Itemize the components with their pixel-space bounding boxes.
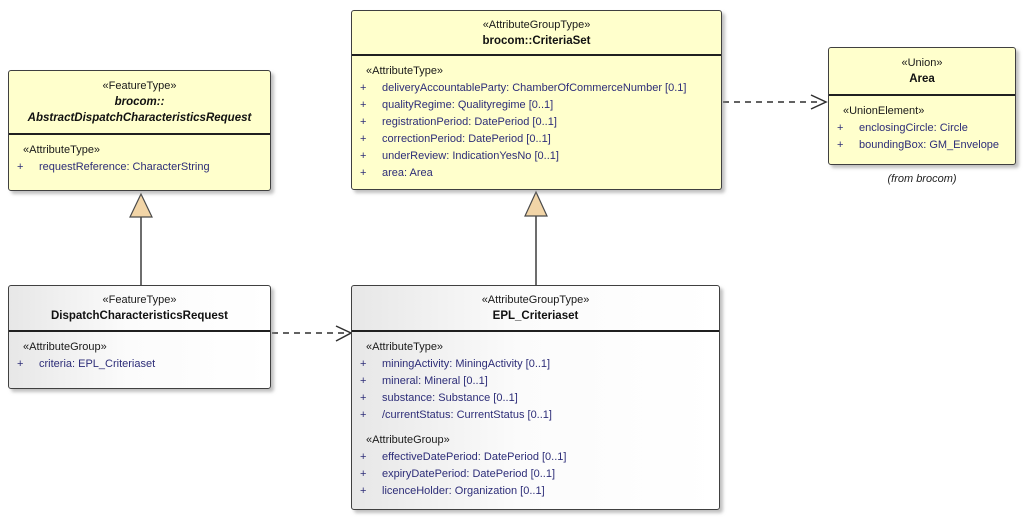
visibility-plus: + xyxy=(360,468,367,480)
class-header: «AttributeGroupType» EPL_Criteriaset xyxy=(352,286,719,332)
visibility-plus: + xyxy=(360,409,367,421)
attribute-text: correctionPeriod: DatePeriod [0..1] xyxy=(382,133,551,145)
attribute-row: + expiryDatePeriod: DatePeriod [0..1] xyxy=(352,466,719,483)
class-header: «Union» Area xyxy=(829,48,1015,96)
class-name: Area xyxy=(909,73,935,85)
attribute-text: effectiveDatePeriod: DatePeriod [0..1] xyxy=(382,451,567,463)
from-package-caption: (from brocom) xyxy=(887,173,957,185)
class-name-package: brocom:: xyxy=(114,96,165,108)
attribute-text: requestReference: CharacterString xyxy=(39,161,210,173)
dependency-dispatch-to-epl xyxy=(272,325,353,342)
class-box-criteriaset: «AttributeGroupType» brocom::CriteriaSet… xyxy=(351,10,722,190)
visibility-plus: + xyxy=(360,485,367,497)
attribute-text: substance: Substance [0..1] xyxy=(382,392,518,404)
attribute-compartment: «AttributeType» + deliveryAccountablePar… xyxy=(352,56,721,182)
attribute-row: + deliveryAccountableParty: ChamberOfCom… xyxy=(352,80,721,97)
visibility-plus: + xyxy=(360,116,367,128)
visibility-plus: + xyxy=(360,82,367,94)
attribute-row: + underReview: IndicationYesNo [0..1] xyxy=(352,148,721,165)
class-name: AbstractDispatchCharacteristicsRequest xyxy=(27,112,252,124)
attribute-text: underReview: IndicationYesNo [0..1] xyxy=(382,150,559,162)
attribute-compartment: «AttributeGroup» + criteria: EPL_Criteri… xyxy=(9,332,270,373)
attribute-text: mineral: Mineral [0..1] xyxy=(382,375,488,387)
class-box-abstract-dispatch-characteristics-request: «FeatureType» brocom:: AbstractDispatchC… xyxy=(8,70,271,191)
attribute-row: + /currentStatus: CurrentStatus [0..1] xyxy=(352,407,719,424)
class-header: «AttributeGroupType» brocom::CriteriaSet xyxy=(352,11,721,56)
attribute-row: + effectiveDatePeriod: DatePeriod [0..1] xyxy=(352,449,719,466)
attribute-stereotype-label: «AttributeType» xyxy=(366,341,444,353)
attribute-text: licenceHolder: Organization [0..1] xyxy=(382,485,545,497)
attribute-text: expiryDatePeriod: DatePeriod [0..1] xyxy=(382,468,556,480)
attribute-row: + enclosingCircle: Circle xyxy=(829,120,1015,137)
attribute-stereotype-label: «UnionElement» xyxy=(843,105,925,117)
attribute-text: criteria: EPL_Criteriaset xyxy=(39,358,156,370)
attribute-stereotype-label: «AttributeGroup» xyxy=(366,434,450,446)
visibility-plus: + xyxy=(360,150,367,162)
attribute-text: qualityRegime: Qualityregime [0..1] xyxy=(382,99,554,111)
attribute-compartment: «UnionElement» + enclosingCircle: Circle… xyxy=(829,96,1015,154)
attribute-stereotype-label: «AttributeGroup» xyxy=(23,341,107,353)
generalization-triangle-icon xyxy=(129,192,153,218)
attribute-row: + mineral: Mineral [0..1] xyxy=(352,373,719,390)
attribute-row: + qualityRegime: Qualityregime [0..1] xyxy=(352,97,721,114)
attribute-stereotype-label: «AttributeType» xyxy=(23,144,101,156)
attribute-row: + criteria: EPL_Criteriaset xyxy=(9,356,270,373)
attribute-row: + boundingBox: GM_Envelope xyxy=(829,137,1015,154)
visibility-plus: + xyxy=(360,392,367,404)
attribute-row: + registrationPeriod: DatePeriod [0..1] xyxy=(352,114,721,131)
attribute-row: + substance: Substance [0..1] xyxy=(352,390,719,407)
class-name: brocom::CriteriaSet xyxy=(482,34,591,47)
visibility-plus: + xyxy=(360,133,367,145)
attribute-text: miningActivity: MiningActivity [0..1] xyxy=(382,358,551,370)
class-stereotype: «FeatureType» xyxy=(102,80,177,92)
visibility-plus: + xyxy=(360,167,367,179)
class-box-dispatch-characteristics-request: «FeatureType» DispatchCharacteristicsReq… xyxy=(8,285,271,389)
visibility-plus: + xyxy=(837,122,844,134)
attribute-compartment: «AttributeType» + requestReference: Char… xyxy=(9,135,270,176)
attribute-text: area: Area xyxy=(382,167,433,179)
visibility-plus: + xyxy=(360,375,367,387)
generalization-triangle-icon xyxy=(524,190,548,217)
attribute-text: /currentStatus: CurrentStatus [0..1] xyxy=(382,409,552,421)
visibility-plus: + xyxy=(17,358,24,370)
attribute-text: enclosingCircle: Circle xyxy=(859,122,968,134)
class-name: EPL_Criteriaset xyxy=(492,310,579,322)
attribute-text: boundingBox: GM_Envelope xyxy=(859,139,1000,151)
class-header: «FeatureType» DispatchCharacteristicsReq… xyxy=(9,286,270,332)
attribute-text: deliveryAccountableParty: ChamberOfComme… xyxy=(382,82,687,94)
class-box-epl-criteriaset: «AttributeGroupType» EPL_Criteriaset «At… xyxy=(351,285,720,510)
visibility-plus: + xyxy=(837,139,844,151)
dependency-criteriaset-to-area xyxy=(723,94,828,110)
attribute-text: registrationPeriod: DatePeriod [0..1] xyxy=(382,116,557,128)
attribute-row: + miningActivity: MiningActivity [0..1] xyxy=(352,356,719,373)
class-stereotype: «FeatureType» xyxy=(102,294,177,306)
class-box-area: «Union» Area «UnionElement» + enclosingC… xyxy=(828,47,1016,165)
open-arrowhead-icon xyxy=(810,94,828,110)
visibility-plus: + xyxy=(360,358,367,370)
attribute-row: + correctionPeriod: DatePeriod [0..1] xyxy=(352,131,721,148)
class-name: DispatchCharacteristicsRequest xyxy=(50,310,229,322)
attribute-row: + area: Area xyxy=(352,165,721,182)
class-stereotype: «AttributeGroupType» xyxy=(482,18,591,31)
generalization-epl-to-criteriaset xyxy=(524,190,548,285)
attribute-stereotype-label: «AttributeType» xyxy=(366,65,444,77)
visibility-plus: + xyxy=(17,161,24,173)
visibility-plus: + xyxy=(360,99,367,111)
attribute-row: + requestReference: CharacterString xyxy=(9,159,270,176)
generalization-dispatch-to-abstract xyxy=(129,192,153,285)
class-stereotype: «Union» xyxy=(901,57,943,69)
visibility-plus: + xyxy=(360,451,367,463)
class-stereotype: «AttributeGroupType» xyxy=(481,294,590,306)
attribute-compartment: «AttributeType» + miningActivity: Mining… xyxy=(352,332,719,500)
attribute-row: + licenceHolder: Organization [0..1] xyxy=(352,483,719,500)
class-header: «FeatureType» brocom:: AbstractDispatchC… xyxy=(9,71,270,135)
